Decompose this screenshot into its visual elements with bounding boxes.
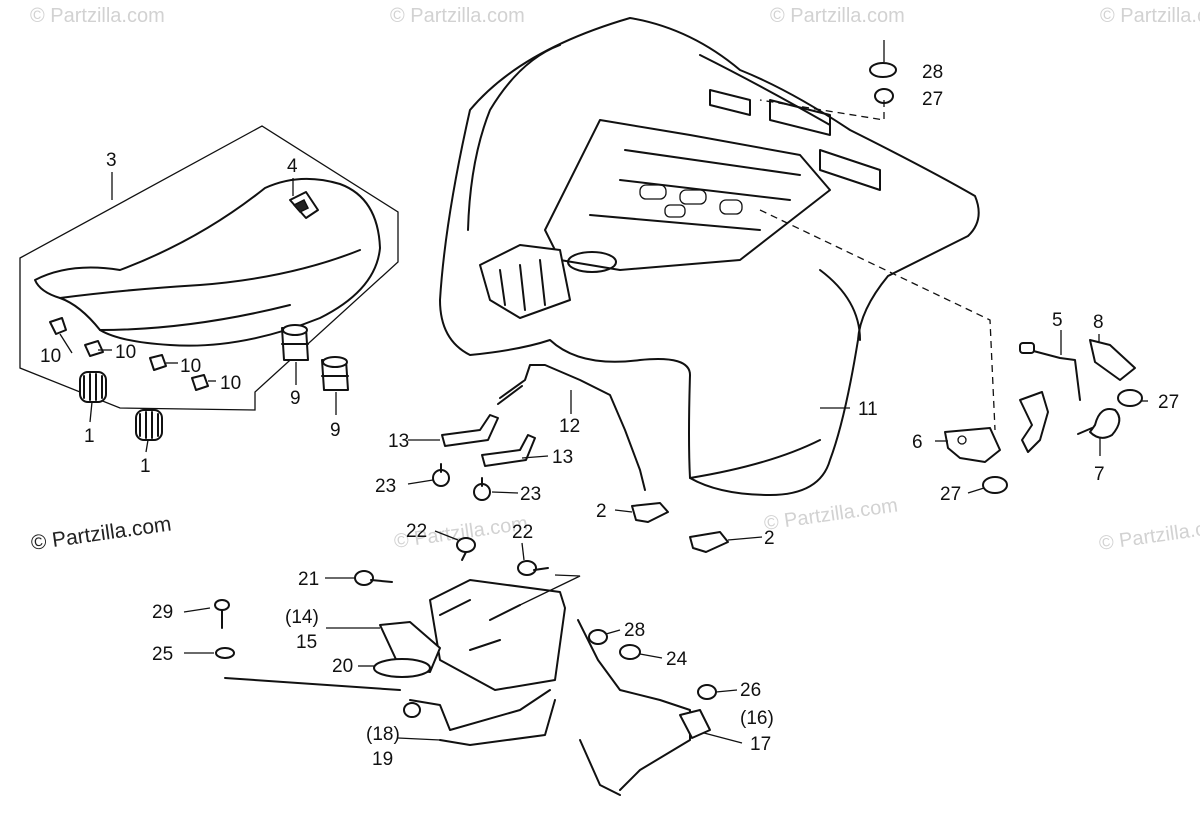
callout-label: 5 <box>1052 310 1063 331</box>
seat-part <box>19 125 399 411</box>
copyright-text: © Partzilla.com <box>29 512 172 554</box>
callout-label: 24 <box>666 649 688 670</box>
rear-fender-part <box>439 17 980 496</box>
callout-label: 23 <box>375 476 396 497</box>
callout-label: (16) <box>740 708 774 729</box>
callout-label: 27 <box>940 484 961 505</box>
callout-label: 9 <box>330 420 341 441</box>
callout-label: 10 <box>220 373 241 394</box>
carrier-assembly <box>214 537 717 796</box>
callout-label: 7 <box>1094 464 1105 485</box>
callout-label: 1 <box>84 426 95 447</box>
callout-label: 6 <box>912 432 923 453</box>
watermark-text: © Partzilla.com <box>30 5 165 27</box>
callout-label: 3 <box>106 150 117 171</box>
callout-label: 28 <box>624 620 645 641</box>
watermark-text: © Partzilla.com <box>763 494 900 535</box>
watermark-text: © Partzilla.com <box>1100 5 1200 27</box>
callout-label: 23 <box>520 484 541 505</box>
callout-label: 19 <box>372 749 393 770</box>
callout-label: 25 <box>152 644 173 665</box>
callout-label: 15 <box>296 632 317 653</box>
callout-label: 13 <box>388 431 409 452</box>
callout-label: 28 <box>922 62 943 83</box>
callout-label: 21 <box>298 569 319 590</box>
callout-label: 2 <box>596 501 607 522</box>
callout-label: 17 <box>750 734 771 755</box>
callout-label: 10 <box>40 346 61 367</box>
callout-label: (18) <box>366 724 400 745</box>
callout-label: 1 <box>140 456 151 477</box>
latch-parts <box>869 62 1143 494</box>
callout-label: 27 <box>922 89 943 110</box>
callout-label: 10 <box>180 356 201 377</box>
callout-label: 11 <box>858 399 878 420</box>
callout-label: 10 <box>115 342 136 363</box>
callout-label: 27 <box>1158 392 1179 413</box>
callout-label: (14) <box>285 607 319 628</box>
callout-label: 9 <box>290 388 301 409</box>
watermark-text: © Partzilla.com <box>1098 514 1200 555</box>
leader-lines <box>59 40 1148 744</box>
callout-label: 4 <box>287 156 298 177</box>
callout-label: 13 <box>552 447 573 468</box>
callout-label: 2 <box>764 528 775 549</box>
callout-label: 12 <box>559 416 580 437</box>
stay-parts <box>432 364 729 553</box>
callout-label: 8 <box>1093 312 1104 333</box>
watermark-text: © Partzilla.com <box>390 5 525 27</box>
watermark-text: © Partzilla.com <box>770 5 905 27</box>
callout-label: 22 <box>512 522 533 543</box>
callout-label: 20 <box>332 656 353 677</box>
callout-label: 29 <box>152 602 173 623</box>
callout-label: 26 <box>740 680 761 701</box>
callout-label: 22 <box>406 521 427 542</box>
seat-hardware <box>49 317 349 441</box>
callout-labels: 3 4 10 10 10 10 9 9 1 1 28 27 5 8 27 6 7… <box>40 62 1179 770</box>
